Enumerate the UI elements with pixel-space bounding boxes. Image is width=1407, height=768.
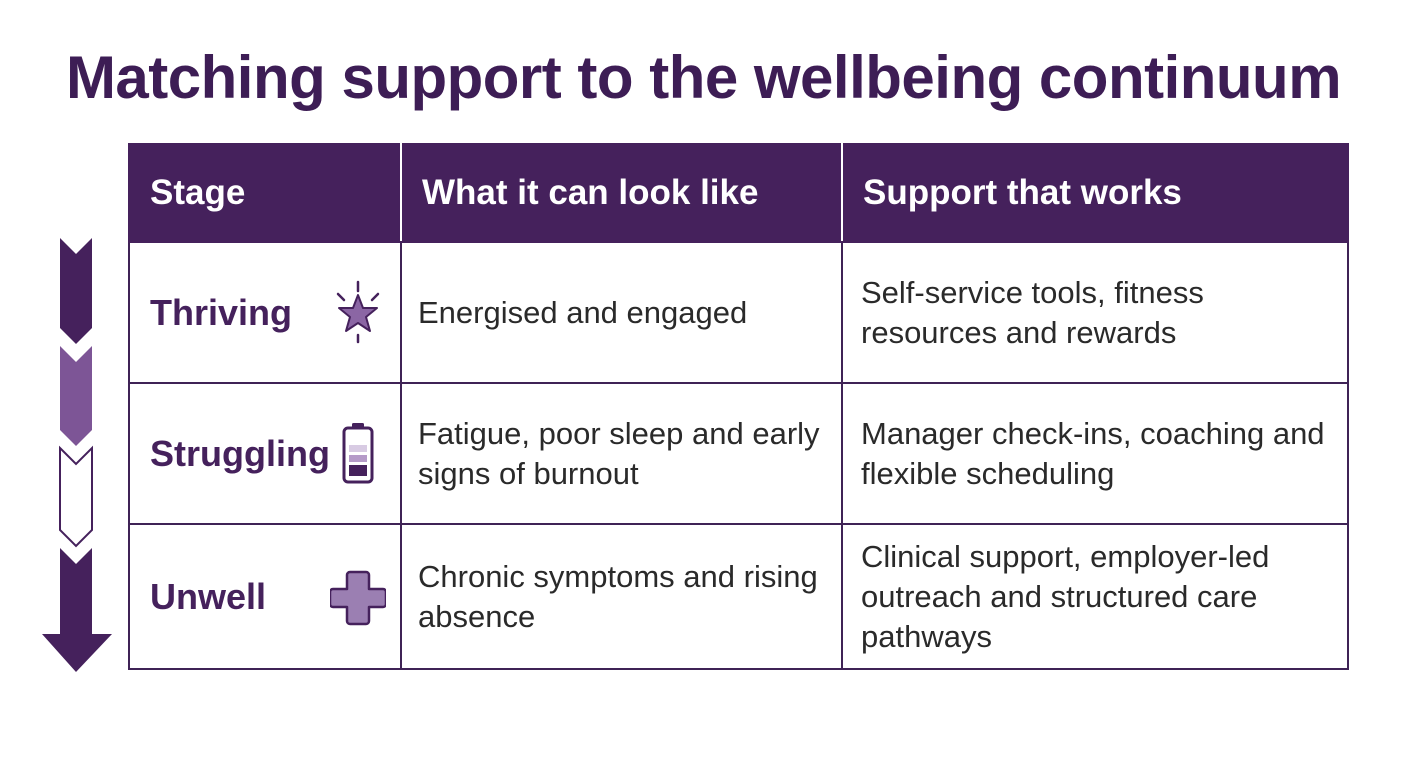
stage-label-unwell: Unwell bbox=[150, 575, 267, 617]
page-title: Matching support to the wellbeing contin… bbox=[65, 44, 1342, 111]
continuum-segment-struggling bbox=[60, 346, 92, 446]
table-row: Struggling Fatigue, poor sleep and early… bbox=[128, 382, 1349, 525]
support-cell-thriving: Self-service tools, fitness resources an… bbox=[841, 241, 1349, 384]
stage-label-struggling: Struggling bbox=[150, 432, 330, 474]
support-text: Clinical support, employer-led outreach … bbox=[861, 538, 1270, 654]
stage-cell-unwell: Unwell bbox=[128, 523, 402, 670]
support-cell-unwell: Clinical support, employer-led outreach … bbox=[841, 523, 1349, 670]
stage-cell-thriving: Thriving bbox=[128, 241, 402, 384]
looks-like-text: Energised and engaged bbox=[418, 294, 748, 330]
support-text: Self-service tools, fitness resources an… bbox=[861, 274, 1204, 350]
stage-label-thriving: Thriving bbox=[150, 291, 292, 333]
looks-like-cell-unwell: Chronic symptoms and rising absence bbox=[400, 523, 843, 670]
wellbeing-table: Stage What it can look like Support that… bbox=[128, 143, 1349, 670]
looks-like-cell-struggling: Fatigue, poor sleep and early signs of b… bbox=[400, 382, 843, 525]
continuum-segment-thriving bbox=[60, 238, 92, 344]
support-cell-struggling: Manager check-ins, coaching and flexible… bbox=[841, 382, 1349, 525]
looks-like-cell-thriving: Energised and engaged bbox=[400, 241, 843, 384]
low-battery-icon bbox=[342, 422, 374, 483]
stage-cell-struggling: Struggling bbox=[128, 382, 402, 525]
header-stage: Stage bbox=[128, 143, 402, 243]
continuum-arrow bbox=[42, 238, 112, 672]
header-row: Stage What it can look like Support that… bbox=[128, 143, 1349, 243]
looks-like-text: Chronic symptoms and rising absence bbox=[418, 558, 818, 634]
medical-cross-icon bbox=[330, 570, 386, 625]
continuum-segment-unwell bbox=[42, 548, 112, 672]
header-support: Support that works bbox=[841, 143, 1349, 243]
header-looks-like: What it can look like bbox=[400, 143, 843, 243]
table-row: Thriving Energised and engaged Self-serv… bbox=[128, 241, 1349, 384]
continuum-segment-transition bbox=[59, 445, 93, 548]
support-text: Manager check-ins, coaching and flexible… bbox=[861, 415, 1325, 491]
looks-like-text: Fatigue, poor sleep and early signs of b… bbox=[418, 415, 820, 491]
table-row: Unwell Chronic symptoms and rising absen… bbox=[128, 523, 1349, 670]
sparkle-star-icon bbox=[336, 280, 380, 343]
